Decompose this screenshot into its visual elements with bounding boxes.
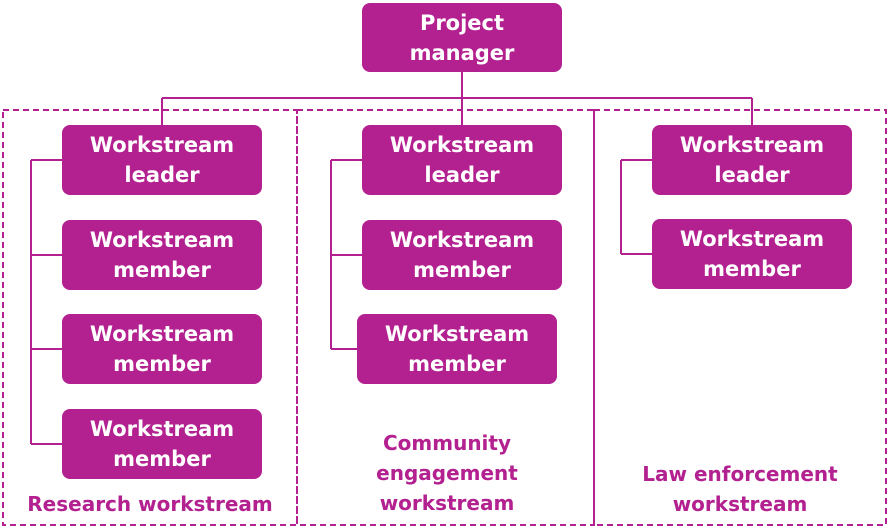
role-line2: member <box>703 257 801 281</box>
law-enforcement-workstream-container <box>593 109 887 526</box>
role-line1: Workstream <box>389 133 535 157</box>
community-workstream-label: Community engagement workstream <box>307 428 587 518</box>
research-member-box: Workstream member <box>62 409 262 479</box>
label-line1: Research workstream <box>27 492 273 516</box>
research-member-box: Workstream member <box>62 220 262 290</box>
project-manager-line2: manager <box>409 40 515 65</box>
community-workstream-container <box>296 109 595 526</box>
community-member-box: Workstream member <box>357 314 557 384</box>
research-member-box: Workstream member <box>62 314 262 384</box>
label-line2: engagement <box>376 461 518 485</box>
research-workstream-container <box>2 109 298 526</box>
role-line1: Workstream <box>89 133 235 157</box>
label-line1: Law enforcement <box>642 462 838 486</box>
role-line2: member <box>113 352 211 376</box>
role-line2: member <box>413 258 511 282</box>
label-line1: Community <box>382 431 512 455</box>
role-line2: leader <box>714 163 790 187</box>
role-line1: Workstream <box>679 227 825 251</box>
law-leader-box: Workstream leader <box>652 125 852 195</box>
role-line1: Workstream <box>389 228 535 252</box>
law-enforcement-workstream-label: Law enforcement workstream <box>600 459 880 519</box>
role-line1: Workstream <box>89 417 235 441</box>
project-manager-line1: Project <box>419 10 505 35</box>
project-manager-box: Project manager <box>362 3 562 72</box>
role-line1: Workstream <box>679 133 825 157</box>
role-line1: Workstream <box>89 228 235 252</box>
role-line2: member <box>113 447 211 471</box>
role-line2: member <box>408 352 506 376</box>
role-line2: leader <box>424 163 500 187</box>
label-line2: workstream <box>672 492 808 516</box>
research-leader-box: Workstream leader <box>62 125 262 195</box>
role-line2: member <box>113 258 211 282</box>
label-line3: workstream <box>379 491 515 515</box>
community-leader-box: Workstream leader <box>362 125 562 195</box>
role-line1: Workstream <box>384 322 530 346</box>
research-workstream-label: Research workstream <box>10 489 290 519</box>
law-member-box: Workstream member <box>652 219 852 289</box>
role-line1: Workstream <box>89 322 235 346</box>
community-member-box: Workstream member <box>362 220 562 290</box>
role-line2: leader <box>124 163 200 187</box>
